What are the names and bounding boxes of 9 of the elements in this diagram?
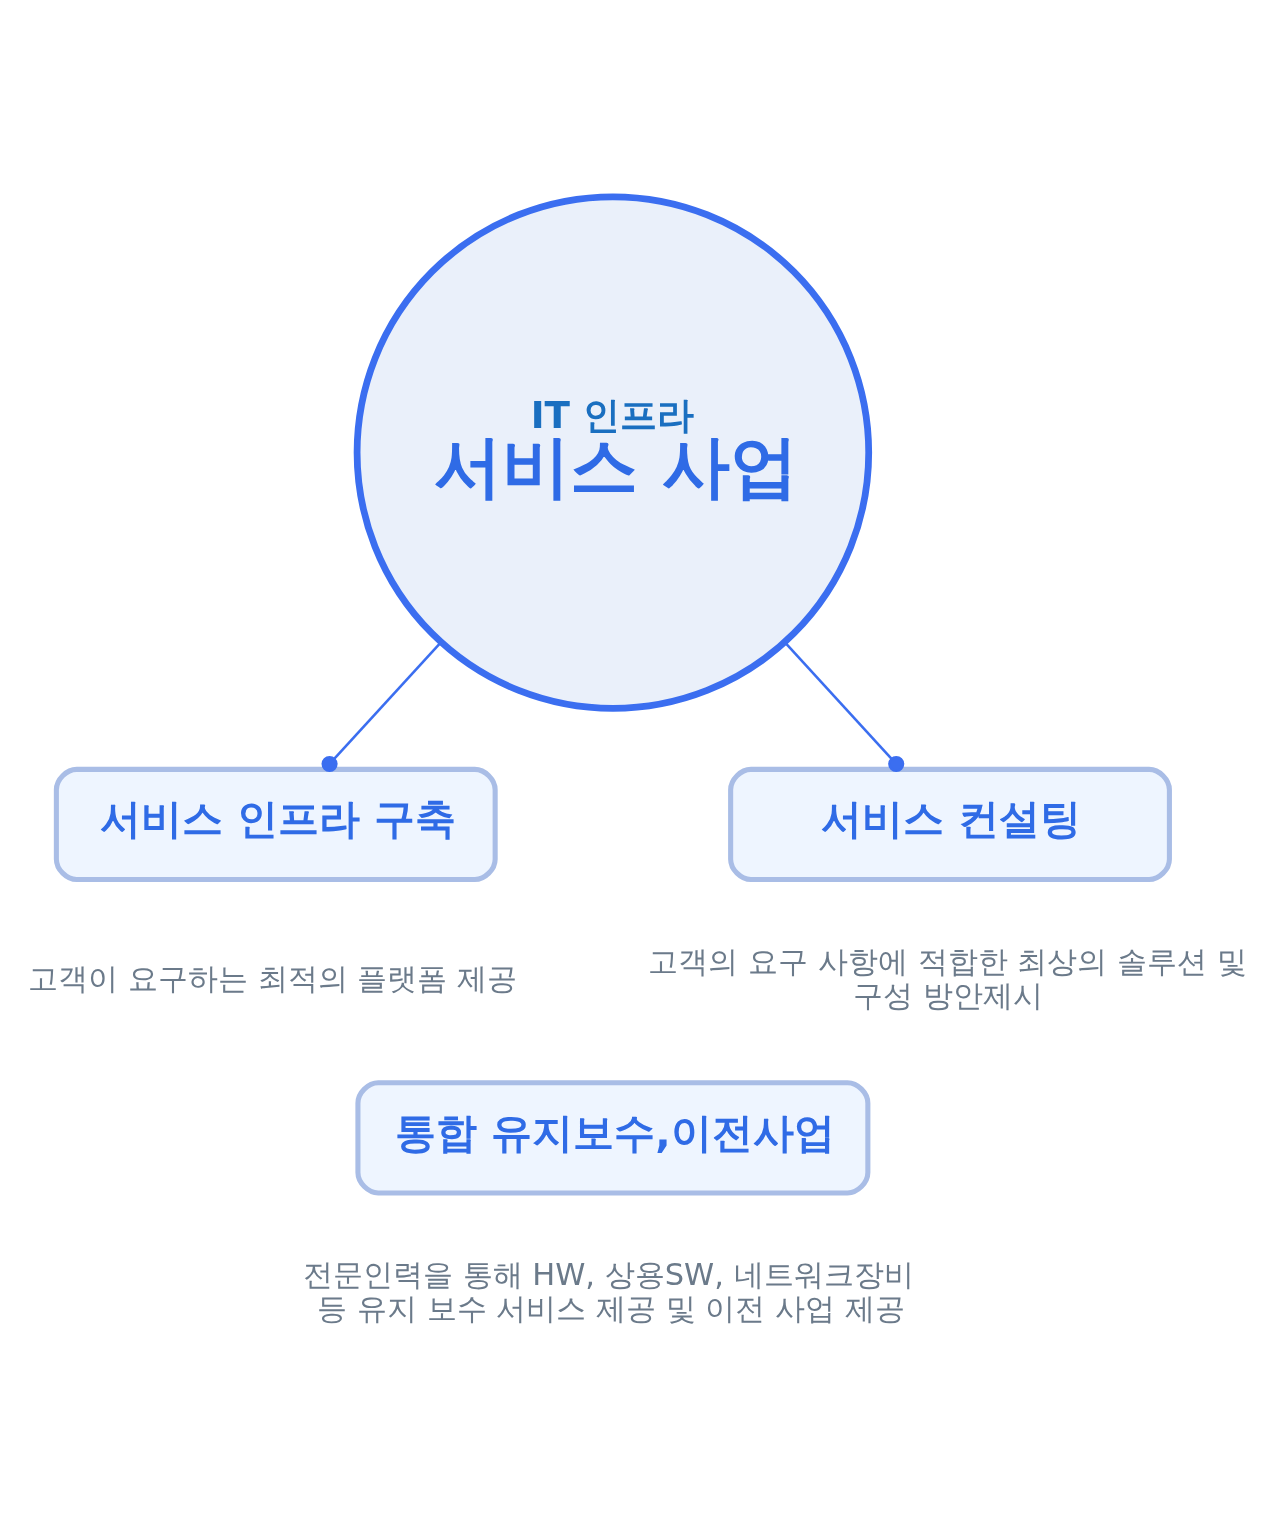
connector — [321, 640, 442, 772]
node-label: 고객의 요구 사항에 적합한 최상의 솔루션 및 구성 방안제시 — [648, 943, 1247, 1013]
node-box: 통합 유지보수,이전사업 — [355, 1079, 871, 1195]
node-label: 고객이 요구하는 최적의 플랫폼 제공 — [28, 960, 518, 996]
node-circle: IT 인프라 서비스 사업 — [353, 192, 873, 712]
connector — [783, 640, 905, 772]
node-label: 전문인력을 통해 HW, 상용SW, 네트워크장비 등 유지 보수 서비스 제공 및 이전 사업 제공 — [302, 1256, 914, 1326]
node-box: 서비스 인프라 구축 — [53, 766, 498, 882]
node-box: 서비스 컨설팅 — [728, 766, 1172, 882]
